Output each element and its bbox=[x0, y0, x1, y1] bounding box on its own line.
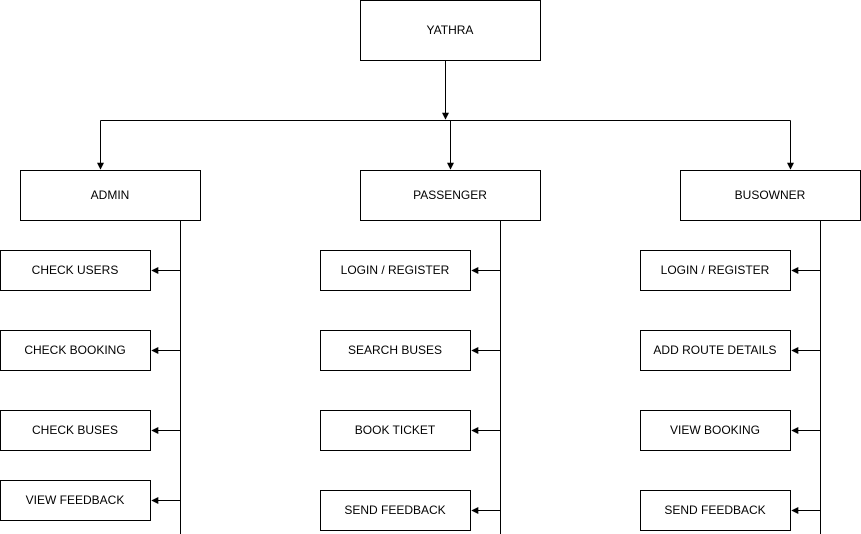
passenger-node-box bbox=[360, 170, 541, 221]
passenger-child-label: SEND FEEDBACK bbox=[344, 503, 445, 517]
admin-node-box bbox=[20, 170, 201, 221]
passenger-child-box bbox=[320, 490, 471, 531]
busowner-child-label: ADD ROUTE DETAILS bbox=[653, 343, 776, 357]
admin-child-box bbox=[0, 480, 151, 521]
branch-busowner: BUSOWNER LOGIN / REGISTER ADD ROUTE DETA… bbox=[640, 170, 861, 531]
admin-child-box bbox=[0, 250, 151, 291]
busowner-child-box bbox=[640, 250, 791, 291]
passenger-node-label: PASSENGER bbox=[413, 188, 487, 202]
admin-child-box bbox=[0, 410, 151, 451]
admin-node-label: ADMIN bbox=[91, 188, 130, 202]
passenger-child-box bbox=[320, 410, 471, 451]
admin-child-label: CHECK BOOKING bbox=[24, 343, 125, 357]
busowner-child-box bbox=[640, 330, 791, 371]
admin-child-box bbox=[0, 330, 151, 371]
branch-admin: ADMIN CHECK USERS CHECK BOOKING CHECK BU… bbox=[0, 170, 201, 521]
passenger-child-label: BOOK TICKET bbox=[355, 423, 436, 437]
root-node-label: YATHRA bbox=[427, 23, 474, 37]
busowner-child-box bbox=[640, 490, 791, 531]
busowner-child-label: SEND FEEDBACK bbox=[664, 503, 765, 517]
admin-child-label: CHECK BUSES bbox=[32, 423, 118, 437]
admin-child-label: CHECK USERS bbox=[32, 263, 119, 277]
passenger-child-label: SEARCH BUSES bbox=[348, 343, 442, 357]
connector-lines bbox=[97, 60, 821, 534]
passenger-child-box bbox=[320, 250, 471, 291]
passenger-child-box bbox=[320, 330, 471, 371]
busowner-child-label: VIEW BOOKING bbox=[670, 423, 760, 437]
passenger-child-label: LOGIN / REGISTER bbox=[341, 263, 450, 277]
busowner-node-box bbox=[680, 170, 861, 221]
busowner-child-box bbox=[640, 410, 791, 451]
root-node-box bbox=[360, 0, 541, 61]
busowner-node-label: BUSOWNER bbox=[735, 188, 806, 202]
branch-passenger: PASSENGER LOGIN / REGISTER SEARCH BUSES … bbox=[320, 170, 541, 531]
root-node: YATHRA bbox=[360, 0, 541, 61]
admin-child-label: VIEW FEEDBACK bbox=[26, 493, 125, 507]
busowner-child-label: LOGIN / REGISTER bbox=[661, 263, 770, 277]
